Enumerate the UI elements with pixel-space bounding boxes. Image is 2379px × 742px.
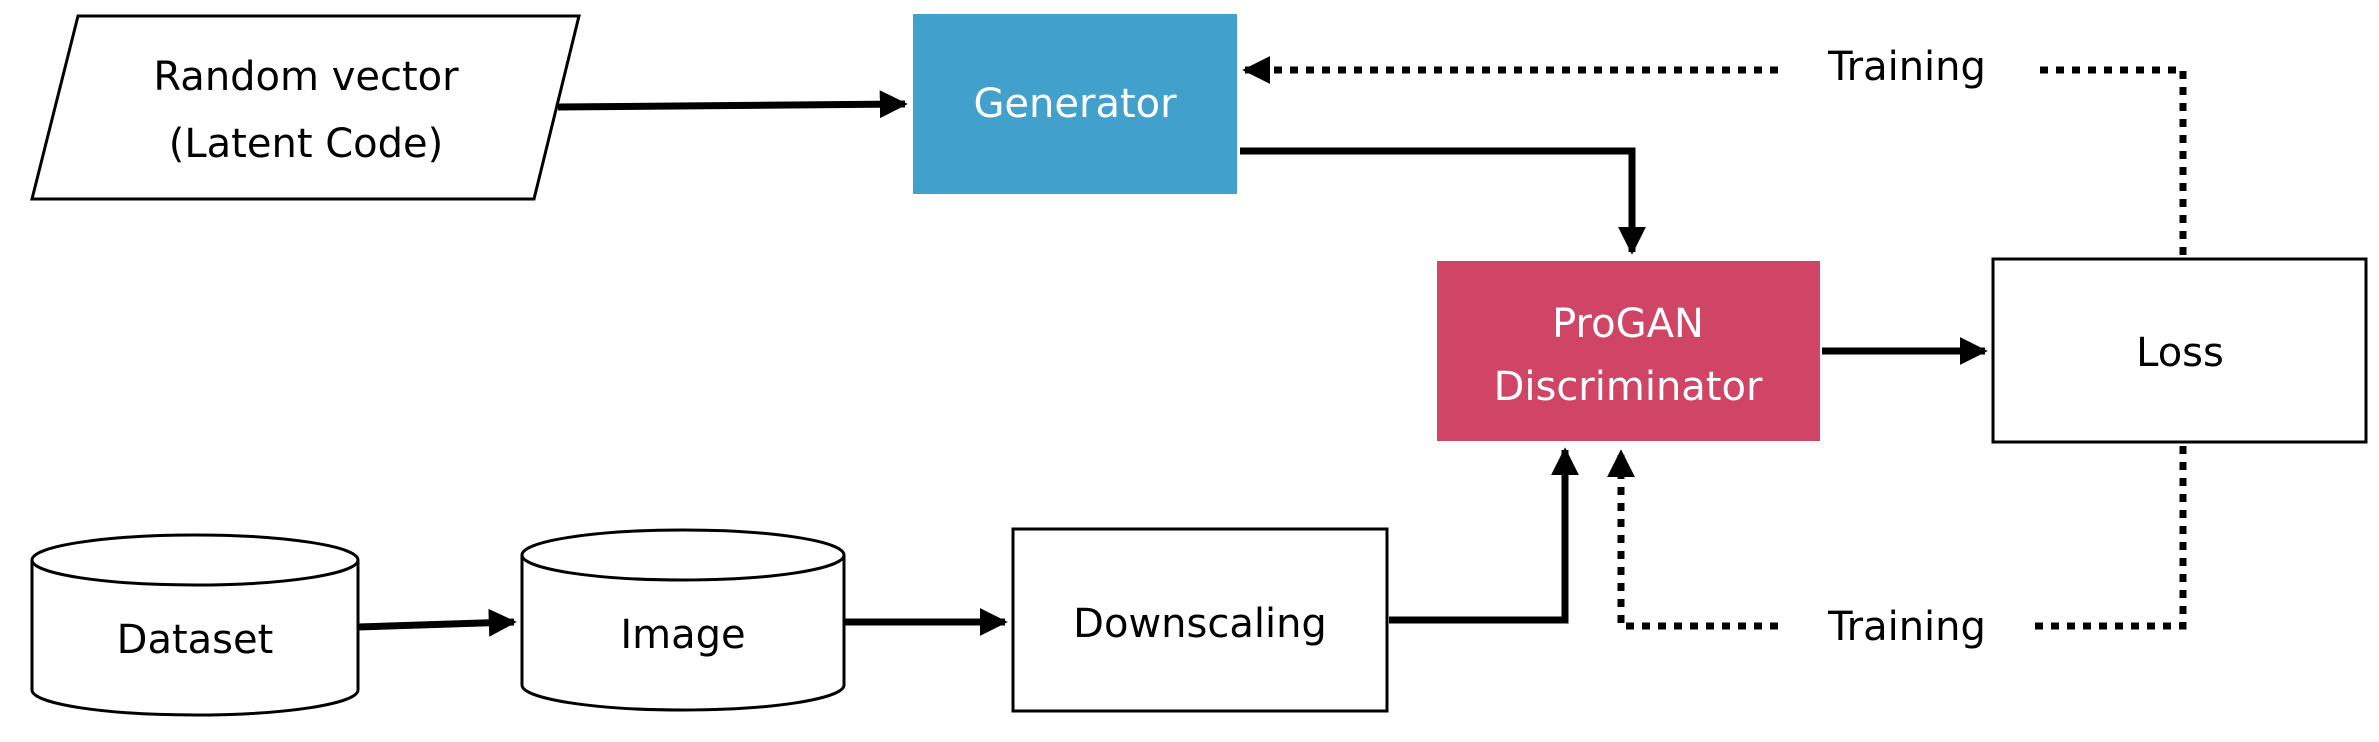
downscaling-node: Downscaling: [1011, 527, 1389, 713]
discriminator-label-line2: Discriminator: [1494, 364, 1763, 410]
random-vector-node: Random vector (Latent Code): [30, 14, 581, 201]
discriminator-box: [1437, 261, 1820, 441]
arrow-generator-to-discriminator: [1240, 147, 1646, 255]
arrow-dataset-to-image: [357, 608, 517, 637]
loss-node: Loss: [1991, 257, 2368, 444]
arrow-random-to-generator: [557, 90, 908, 119]
downscaling-label: Downscaling: [1073, 601, 1327, 647]
training-top-label: Training: [1827, 44, 1986, 90]
training-top-line-right: [2035, 66, 2187, 255]
random-vector-label-line1: Random vector: [153, 54, 459, 100]
generator-box: [913, 14, 1237, 194]
loss-label: Loss: [2136, 330, 2224, 376]
discriminator-label-line1: ProGAN: [1552, 301, 1704, 347]
image-label: Image: [620, 612, 745, 658]
discriminator-node: ProGAN Discriminator: [1437, 261, 1820, 441]
dataset-node: Dataset: [30, 533, 360, 717]
training-bottom-line-right: [2035, 446, 2187, 630]
training-bottom-label: Training: [1827, 604, 1986, 650]
generator-node: Generator: [913, 14, 1237, 194]
random-vector-label-line2: (Latent Code): [169, 121, 443, 167]
arrow-downscaling-to-discriminator: [1389, 447, 1579, 624]
training-bottom-line-left: [1607, 449, 1778, 630]
image-node: Image: [520, 528, 846, 712]
dataset-label: Dataset: [117, 617, 274, 663]
generator-label: Generator: [973, 81, 1177, 127]
